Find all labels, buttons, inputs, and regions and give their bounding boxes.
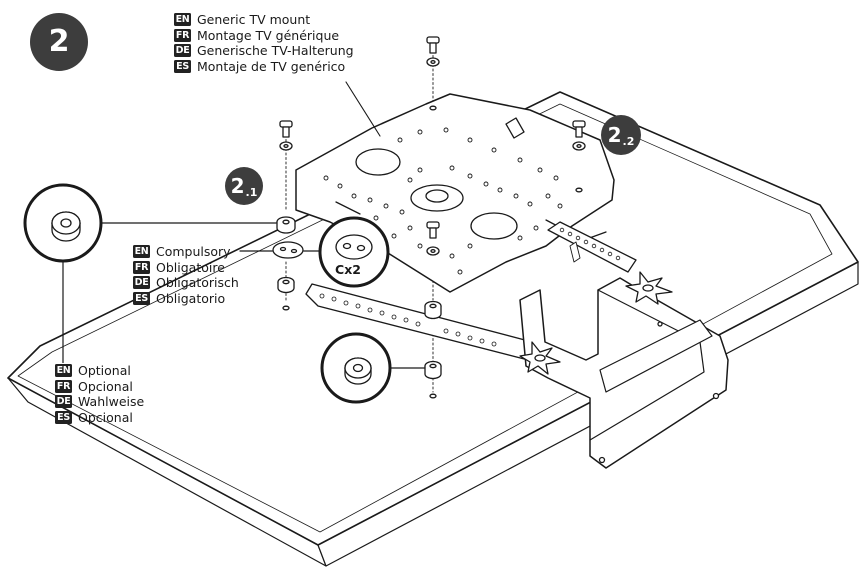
star-knob-left [519,341,561,375]
title-text-es: Montaje de TV genérico [197,58,346,74]
substep-2-2-suffix: .2 [622,134,635,148]
screw-stack-right [572,120,586,193]
lang-badge-de: DE [174,44,191,58]
lang-badge-fr: FR [133,260,150,274]
compulsory-text-de: Obligatorisch [156,275,239,291]
optional-row-fr: FR Opcional [55,379,144,395]
title-leader-line [345,81,381,137]
substep-2-1-suffix: .1 [245,185,258,199]
right-arm [547,221,637,273]
title-text-fr: Montage TV générique [197,27,340,43]
title-text-de: Generische TV-Halterung [197,43,354,59]
step-number: 2 [48,24,70,59]
substep-2-1-main: 2 [230,174,245,198]
callout-washer [239,216,390,288]
lang-badge-en: EN [133,245,150,259]
title-row-es: ES Montaje de TV genérico [174,59,354,75]
compulsory-text-fr: Obligatoire [156,259,225,275]
title-text-en: Generic TV mount [197,12,311,27]
compulsory-row-fr: FR Obligatoire [133,260,239,276]
optional-row-es: ES Opcional [55,410,144,426]
compulsory-legend: EN Compulsory FR Obligatoire DE Obligatoris… [133,244,239,306]
hanging-bracket [519,277,729,469]
title-row-de: DE Generische TV-Halterung [174,43,354,59]
lang-badge-fr: FR [55,379,72,393]
lang-badge-es: ES [55,411,72,425]
title-row-fr: FR Montage TV générique [174,28,354,44]
optional-row-de: DE Wahlweise [55,394,144,410]
optional-legend: EN Optional FR Opcional DE Wahlweise ES Opci… [55,363,145,426]
substep-badge-2-2: 2.2 [601,115,641,155]
compulsory-row-de: DE Obligatorisch [133,275,239,291]
substep-2-2-main: 2 [607,123,622,147]
screw-stack-left [272,120,304,311]
screw-stack-top [426,36,440,111]
lang-badge-de: DE [133,276,150,290]
optional-text-fr: Opcional [78,378,133,394]
step-badge: 2 [30,13,88,71]
lang-badge-en: EN [174,13,191,27]
lang-badge-de: DE [55,395,72,409]
compulsory-text-es: Obligatorio [156,290,226,306]
optional-text-de: Wahlweise [78,394,145,410]
lang-badge-fr: FR [174,28,191,42]
optional-text-en: Optional [78,363,131,379]
lang-badge-es: ES [174,60,191,74]
left-arm [305,283,541,363]
lang-badge-en: EN [55,364,72,378]
screw-stack-lower [424,221,442,399]
star-knob-right [625,271,673,305]
compulsory-row-en: EN Compulsory [133,244,239,260]
optional-text-es: Opcional [78,409,133,425]
title-legend: EN Generic TV mount FR Montage TV génériqu… [174,12,354,74]
substep-badge-2-1: 2.1 [225,167,263,205]
title-row-en: EN Generic TV mount [174,12,354,28]
plate-holes [323,127,563,275]
lang-badge-es: ES [133,292,150,306]
washer-quantity-label: Cx2 [335,262,361,277]
optional-row-en: EN Optional [55,363,145,379]
callout-spacer-bottom [320,332,426,404]
compulsory-text-en: Compulsory [156,244,231,259]
compulsory-row-es: ES Obligatorio [133,291,239,307]
callout-spacer-top [23,183,277,369]
